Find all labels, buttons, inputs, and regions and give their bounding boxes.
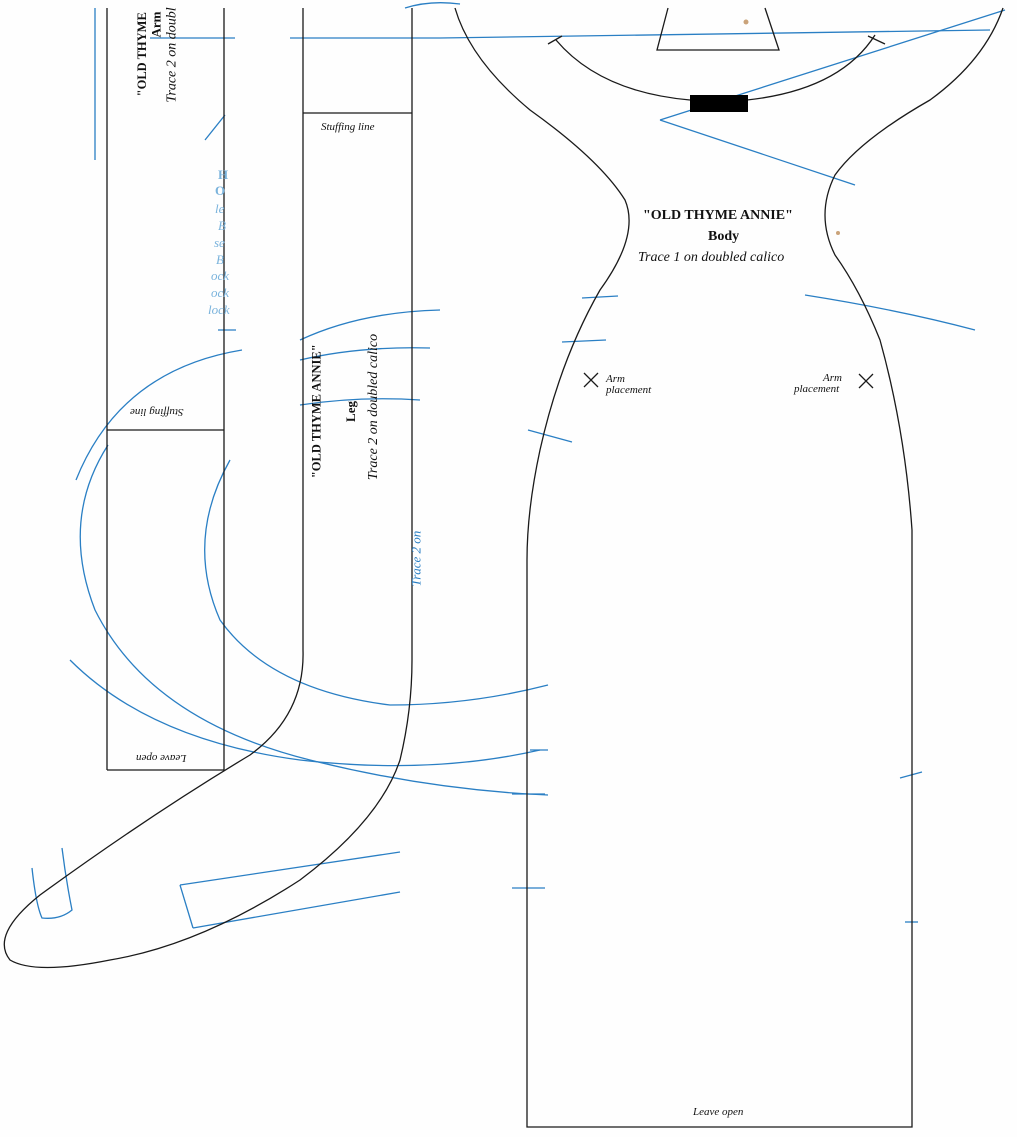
leg-stuffing-label: Stuffing line — [321, 121, 375, 133]
reverse-tick — [561, 339, 607, 343]
reverse-line — [192, 891, 401, 929]
neck-curve-left — [555, 39, 691, 101]
leg-foot-outline — [3, 649, 413, 969]
body-outline — [454, 7, 1004, 1128]
arm-placement-left-label-1: Arm — [606, 373, 625, 385]
reverse-faint-text: O — [215, 183, 226, 198]
body-instruction: Trace 1 on doubled calico — [638, 250, 785, 265]
reverse-arc — [299, 347, 431, 361]
reverse-arc — [204, 459, 549, 706]
reverse-tick — [204, 114, 226, 141]
neck-opening-mark — [690, 95, 748, 112]
reverse-tick — [899, 771, 923, 779]
front-side-lines — [3, 7, 1004, 1128]
leg-instruction: Trace 2 on doubled calico — [366, 333, 382, 481]
arm-placement-mark-left — [583, 372, 599, 388]
reverse-faint-text: le — [215, 201, 225, 216]
reverse-line — [179, 884, 194, 929]
reverse-side-lines — [31, 2, 1006, 929]
reverse-faint-text: B — [218, 218, 226, 233]
arm-title: "OLD THYME — [134, 12, 149, 97]
reverse-line — [804, 294, 976, 331]
arm-name: Arm — [148, 11, 164, 38]
paper-speck — [836, 231, 840, 235]
reverse-faint-text: se — [214, 235, 225, 250]
arm-placement-mark-right — [858, 373, 874, 389]
paper-speck — [743, 19, 749, 25]
reverse-line — [439, 29, 991, 39]
reverse-arc — [69, 659, 541, 767]
arm-instruction: Trace 2 on doubl — [164, 7, 180, 103]
arm-placement-right-label-2: placement — [794, 383, 840, 395]
reverse-line — [179, 851, 401, 886]
body-name: Body — [708, 229, 740, 244]
reverse-arc — [79, 444, 549, 796]
neck-notch-left — [547, 35, 563, 45]
arm-stuffing-label: Stuffing line — [130, 406, 184, 418]
reverse-faint-text: ock — [211, 285, 230, 300]
arm-leave-open: Leave open — [136, 752, 187, 764]
head-tab — [656, 7, 780, 51]
reverse-arc — [299, 309, 441, 341]
neck-curve-right — [746, 34, 876, 101]
reverse-arc — [299, 398, 421, 406]
reverse-diagonal — [659, 119, 856, 186]
body-leave-open: Leave open — [693, 1106, 744, 1118]
reverse-faint-text: H — [218, 167, 229, 182]
reverse-curve — [31, 847, 73, 919]
arm-placement-right-label-1: Arm — [823, 372, 842, 384]
leg-name: Leg — [342, 401, 358, 422]
reverse-faint-text: B — [216, 252, 224, 267]
reverse-arc — [75, 349, 243, 481]
body-title: "OLD THYME ANNIE" — [643, 208, 793, 223]
reverse-trace-label: Trace 2 on — [408, 530, 424, 587]
neck-notch-right — [867, 35, 886, 45]
arm-placement-left-label-2: placement — [606, 384, 652, 396]
leg-title: "OLD THYME ANNIE" — [309, 344, 324, 479]
reverse-tick — [581, 295, 619, 299]
reverse-curve — [404, 2, 461, 9]
reverse-faint-text: lock — [208, 302, 230, 317]
reverse-tick — [527, 429, 573, 443]
reverse-faint-text: ock — [211, 268, 230, 283]
